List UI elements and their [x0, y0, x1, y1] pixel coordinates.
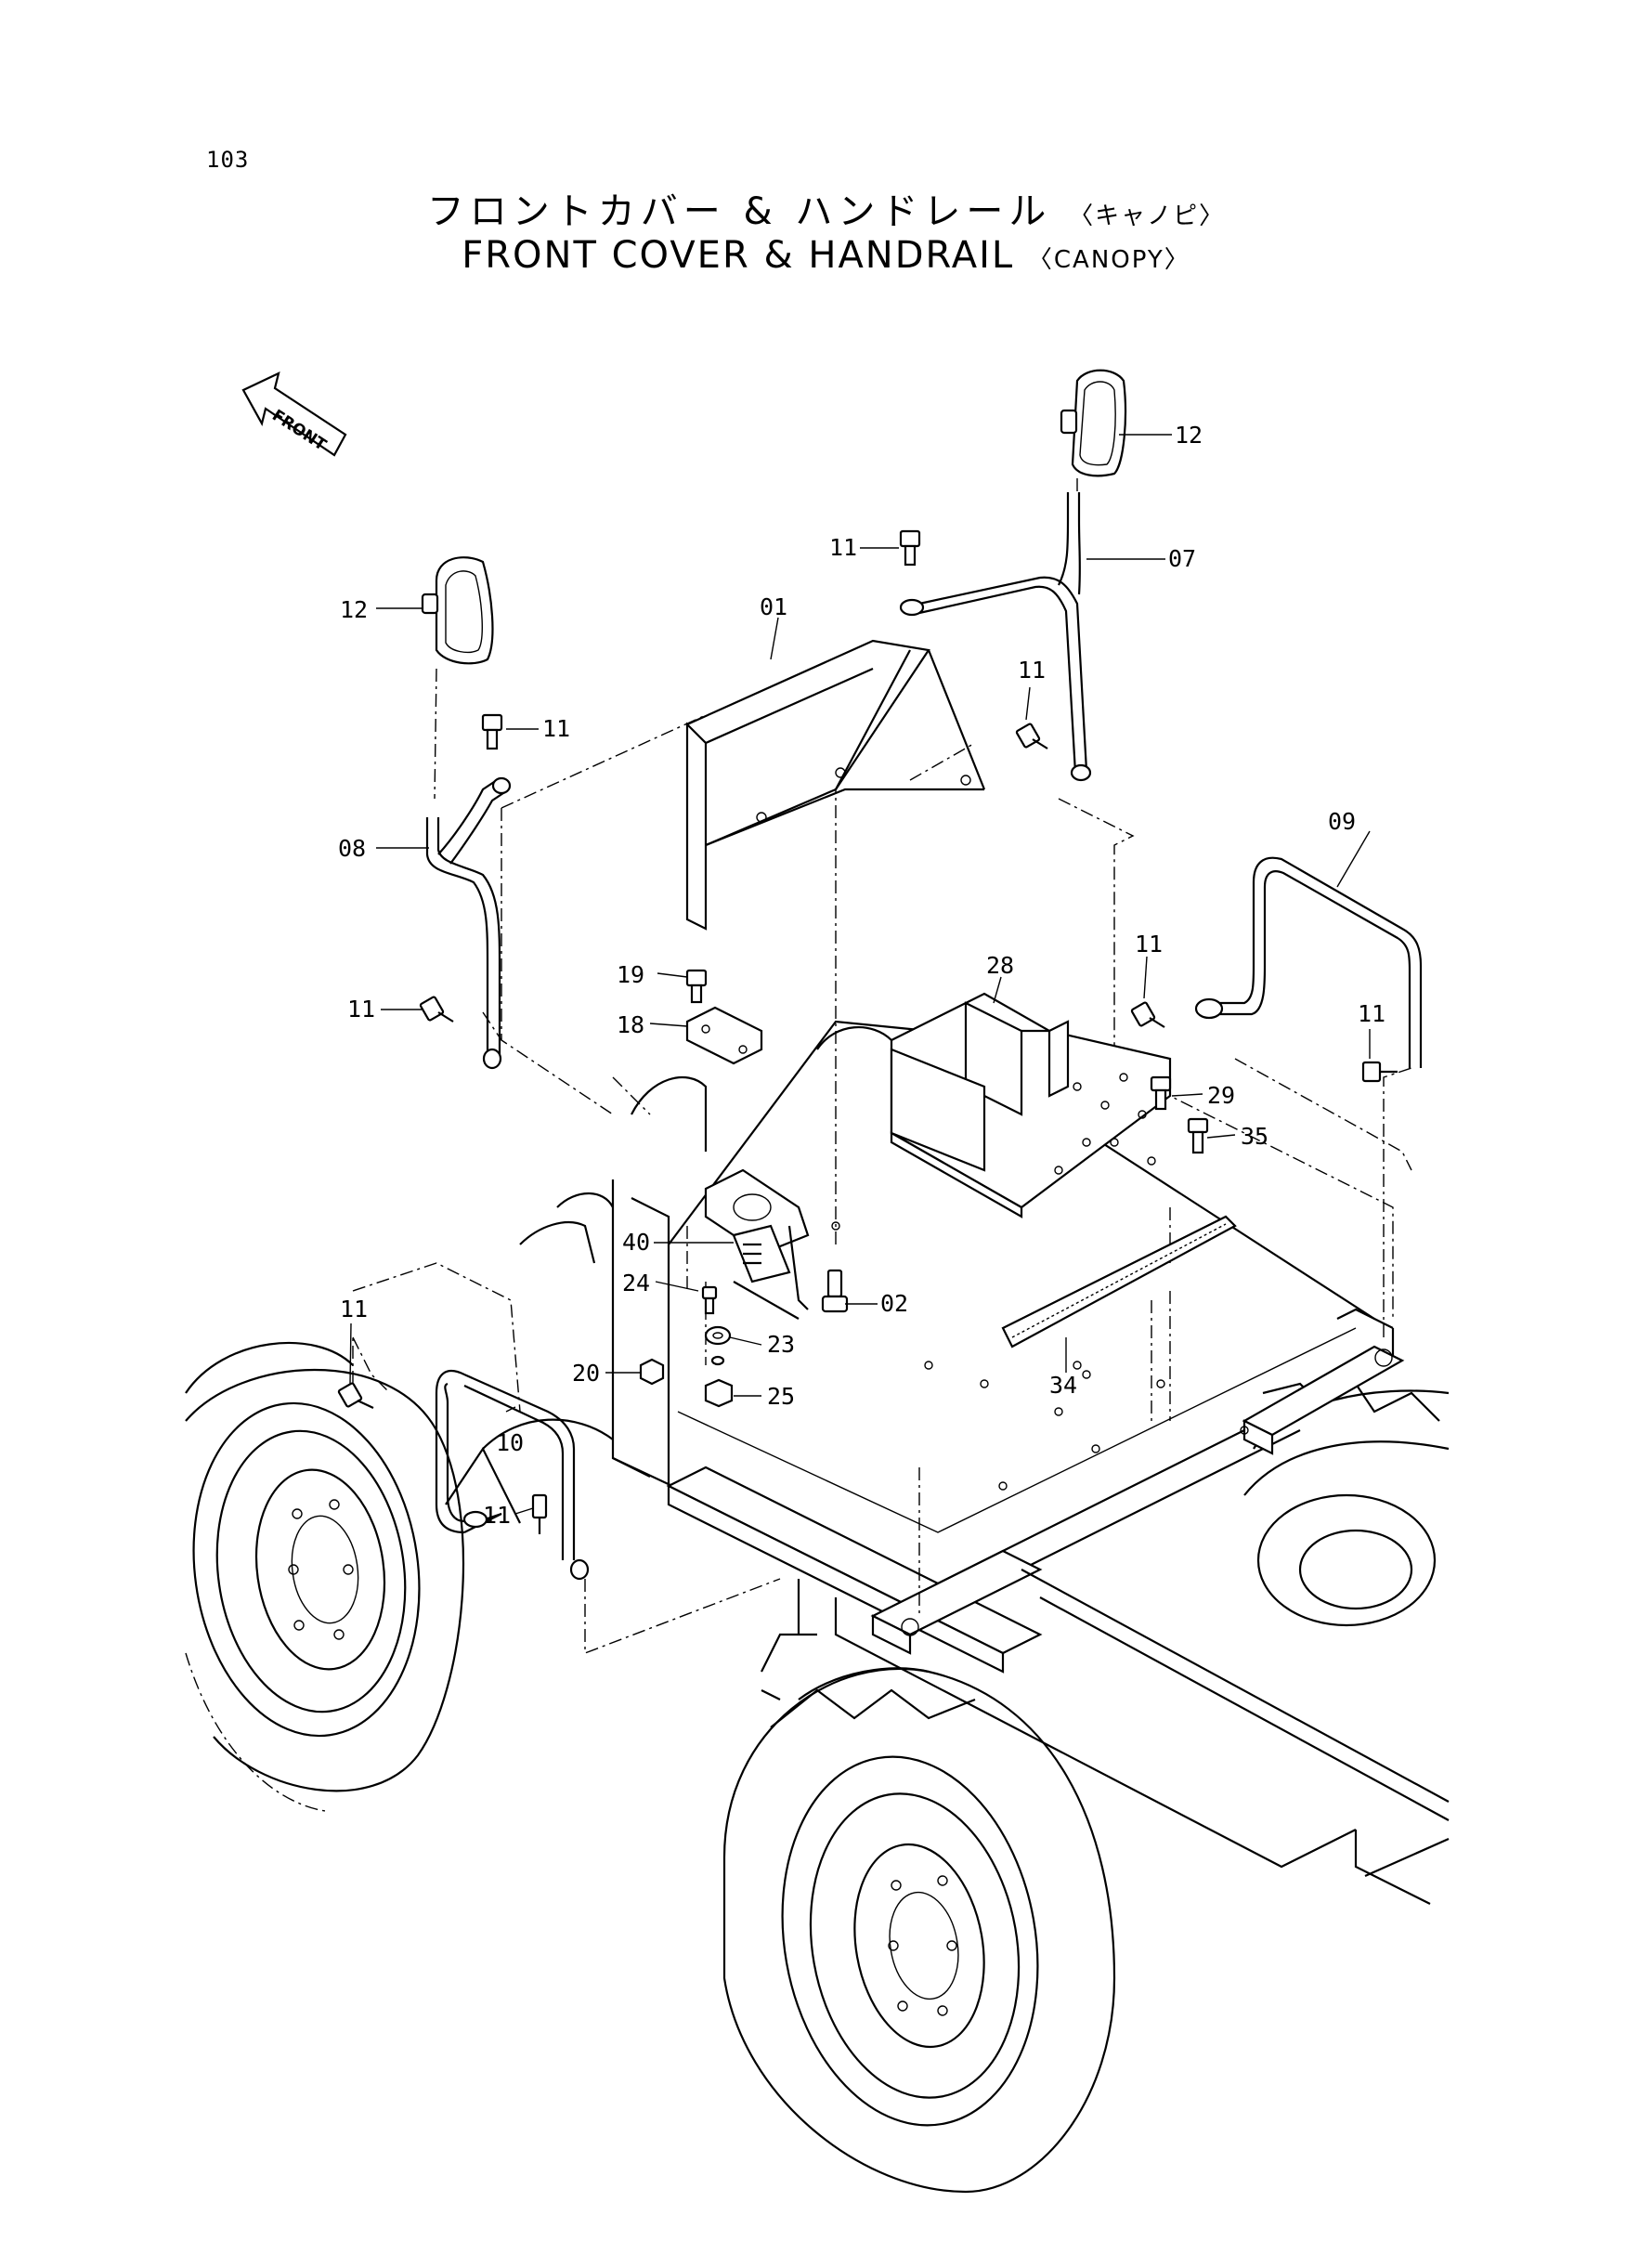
callout-11-left-upper: 11	[542, 715, 570, 742]
callout-25: 25	[767, 1383, 795, 1410]
left-wheel	[185, 1341, 465, 1812]
front-arrow-icon: FRONT	[241, 371, 347, 457]
handrail-part-07	[899, 492, 1092, 782]
bolt-icon-c	[1015, 723, 1048, 749]
nut-icon-25	[704, 1378, 734, 1408]
callout-12-right: 12	[1175, 422, 1203, 449]
callout-40: 40	[622, 1229, 650, 1256]
machine-body-outline	[445, 1020, 1450, 1905]
page-number: 103	[206, 147, 250, 173]
callout-02: 02	[880, 1290, 908, 1317]
floor-holes	[831, 1221, 1249, 1491]
callout-35: 35	[1241, 1123, 1268, 1150]
callout-11-right-mid: 11	[1135, 931, 1163, 958]
nut-icon-20	[639, 1358, 665, 1386]
leader-lines	[349, 434, 1371, 1515]
handrail-part-09	[1194, 856, 1423, 1068]
bolt-icon-g	[337, 1382, 374, 1409]
callout-19: 19	[617, 961, 644, 988]
callout-12-left: 12	[340, 596, 368, 623]
bolt-icon-a	[899, 529, 921, 567]
step-strip-part-34	[1001, 1215, 1237, 1348]
washer-icon-23	[704, 1325, 732, 1366]
console-plate-part-28	[890, 992, 1172, 1218]
bolt-icon-29	[1150, 1075, 1172, 1111]
callout-11-left-low: 11	[340, 1296, 368, 1322]
title-english: FRONT COVER & HANDRAIL 〈CANOPY〉	[0, 234, 1652, 277]
handrail-part-08	[425, 776, 512, 1070]
callout-08: 08	[338, 835, 366, 862]
front-cover-part-01	[685, 639, 986, 931]
bolt-icon-f	[1361, 1061, 1398, 1083]
title-english-suffix: 〈CANOPY〉	[1027, 246, 1190, 274]
handrail-part-10	[435, 1370, 590, 1581]
callout-23: 23	[767, 1331, 795, 1358]
bolt-icon-b	[481, 713, 503, 750]
bolt-icon-e	[1130, 1001, 1165, 1028]
bracket-part-40	[704, 1168, 810, 1320]
callout-11-left-mid: 11	[347, 996, 375, 1023]
title-english-main: FRONT COVER & HANDRAIL	[462, 234, 1015, 277]
bolt-icon-02	[821, 1269, 849, 1313]
title-japanese-suffix: 〈キャノピ〉	[1069, 202, 1226, 230]
bolt-icon-d	[419, 996, 454, 1023]
assembly-guide-lines	[352, 713, 1412, 1655]
bolt-icon-24	[701, 1285, 718, 1315]
callout-09: 09	[1328, 808, 1356, 835]
title-japanese: フロントカバー & ハンドレール 〈キャノピ〉	[0, 181, 1652, 235]
bolt-icon-19	[685, 969, 708, 1004]
mirror-right-part-12	[1060, 369, 1127, 492]
cover-plate-part-18	[685, 1006, 763, 1065]
callout-11-top: 11	[829, 534, 857, 561]
callout-18: 18	[617, 1011, 644, 1038]
callout-24: 24	[622, 1270, 650, 1296]
front-right-wheel	[722, 1667, 1116, 2194]
callout-11-left-bottom: 11	[483, 1502, 511, 1529]
callout-10: 10	[496, 1429, 524, 1456]
callout-labels: 01 02 07 08 09 10 11 11 11 11 11 11 11 1…	[338, 422, 1385, 1529]
callout-29: 29	[1207, 1082, 1235, 1109]
callout-07: 07	[1168, 545, 1196, 572]
bolt-icon-35	[1187, 1117, 1209, 1154]
callout-34: 34	[1049, 1372, 1077, 1399]
callout-20: 20	[572, 1360, 600, 1387]
callout-11-right-upper: 11	[1018, 657, 1046, 684]
callout-28: 28	[986, 952, 1014, 979]
mirror-left-part-12	[421, 556, 494, 800]
callout-11-far-right: 11	[1358, 1000, 1385, 1027]
title-japanese-main: フロントカバー & ハンドレール	[426, 190, 1052, 233]
callout-01: 01	[760, 593, 787, 620]
bolt-icon-h	[531, 1493, 548, 1534]
